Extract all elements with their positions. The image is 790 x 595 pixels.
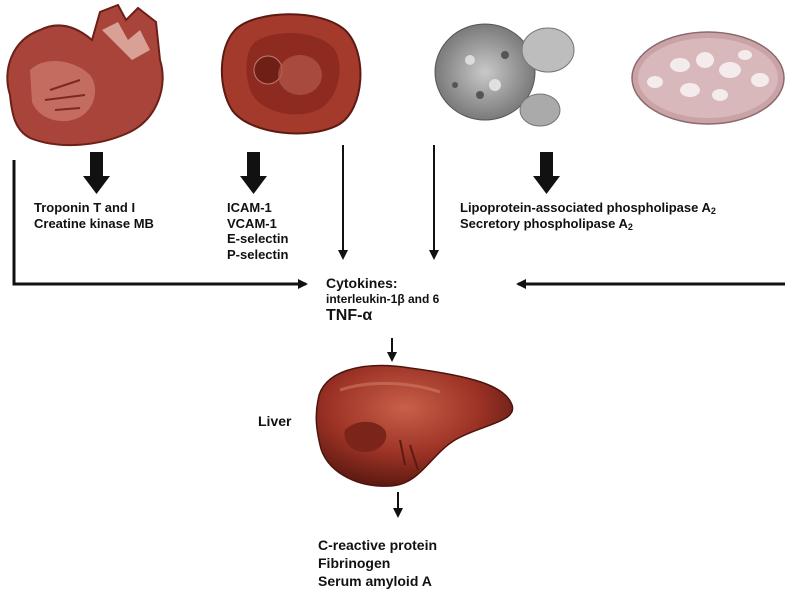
inflammatory-cell-image — [435, 24, 574, 126]
liver-label: Liver — [258, 414, 291, 430]
serum-amyloid-text: Serum amyloid A — [318, 572, 437, 590]
lp-pla2-sub: 2 — [711, 206, 716, 216]
cytokines-title: Cytokines: — [326, 276, 439, 292]
liver-products-label: C-reactive protein Fibrinogen Serum amyl… — [318, 536, 437, 590]
heart-image — [7, 5, 162, 145]
troponin-text: Troponin T and I — [34, 200, 154, 216]
adhesion-molecules-label: ICAM-1 VCAM-1 E-selectin P-selectin — [227, 200, 288, 262]
phospholipase-label: Lipoprotein-associated phospholipase A2 … — [460, 200, 716, 231]
block-arrow-vessel — [240, 152, 267, 194]
creatine-kinase-text: Creatine kinase MB — [34, 216, 154, 232]
icam-text: ICAM-1 — [227, 200, 288, 216]
adipose-tissue-image — [632, 32, 784, 124]
secretory-pla2-sub: 2 — [628, 222, 633, 232]
cytokines-label: Cytokines: interleukin-1β and 6 TNF-α — [326, 276, 439, 325]
e-selectin-text: E-selectin — [227, 231, 288, 247]
lp-pla2-text: Lipoprotein-associated phospholipase A2 — [460, 200, 716, 216]
p-selectin-text: P-selectin — [227, 247, 288, 263]
block-arrow-phospholipase — [533, 152, 560, 194]
block-arrow-heart — [83, 152, 110, 194]
fibrinogen-text: Fibrinogen — [318, 554, 437, 572]
liver-image — [316, 366, 512, 487]
tnf-alpha-text: TNF-α — [326, 307, 439, 325]
heart-markers-label: Troponin T and I Creatine kinase MB — [34, 200, 154, 231]
secretory-pla2-text: Secretory phospholipase A2 — [460, 216, 716, 232]
lp-pla2-main: Lipoprotein-associated phospholipase A — [460, 200, 711, 215]
crp-text: C-reactive protein — [318, 536, 437, 554]
secretory-pla2-main: Secretory phospholipase A — [460, 216, 628, 231]
vcam-text: VCAM-1 — [227, 216, 288, 232]
interleukin-text: interleukin-1β and 6 — [326, 292, 439, 308]
vessel-section-image — [222, 14, 361, 133]
